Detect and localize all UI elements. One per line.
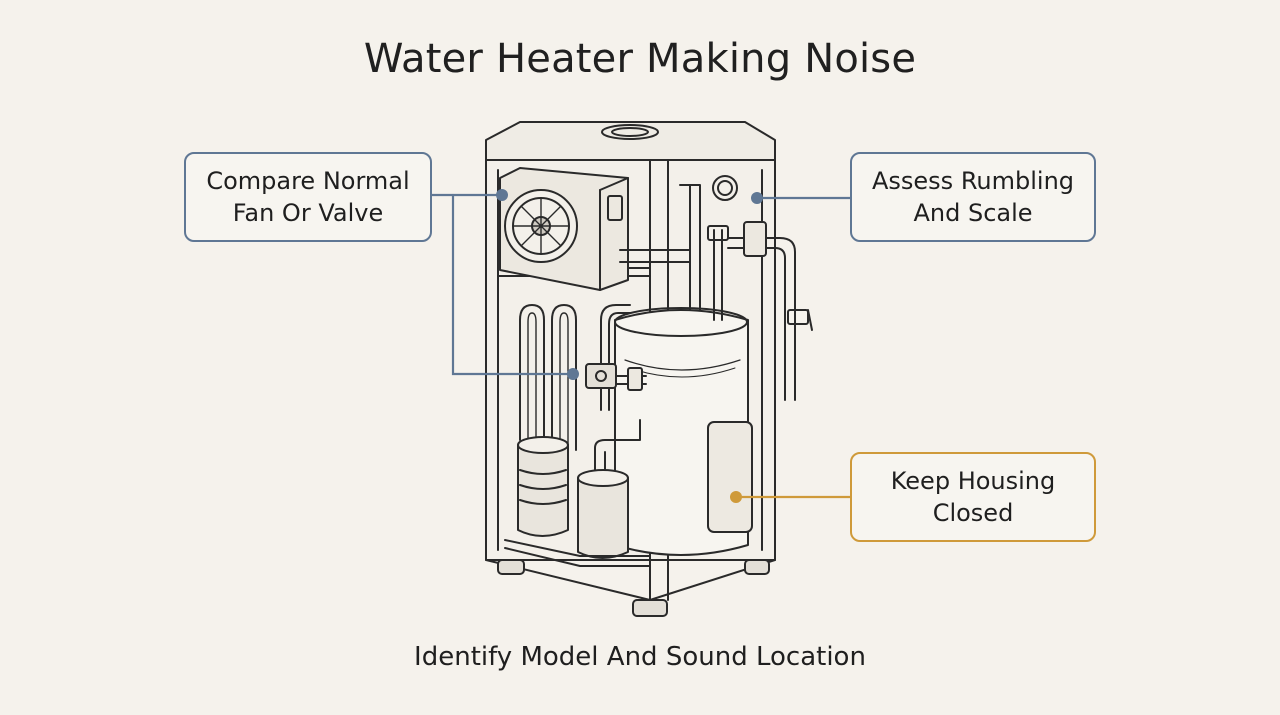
diagram-title: Water Heater Making Noise: [363, 36, 917, 82]
callout-housing-label: Keep Housing Closed: [890, 467, 1056, 527]
callout-rumbling-label: Assess Rumbling And Scale: [871, 167, 1075, 227]
callout-housing: Keep Housing Closed: [850, 452, 1096, 542]
callout-fan-valve: Compare Normal Fan Or Valve: [184, 152, 432, 242]
callout-rumbling: Assess Rumbling And Scale: [850, 152, 1096, 242]
callout-fan-valve-label: Compare Normal Fan Or Valve: [206, 167, 410, 227]
diagram-footer: Identify Model And Sound Location: [414, 642, 866, 672]
